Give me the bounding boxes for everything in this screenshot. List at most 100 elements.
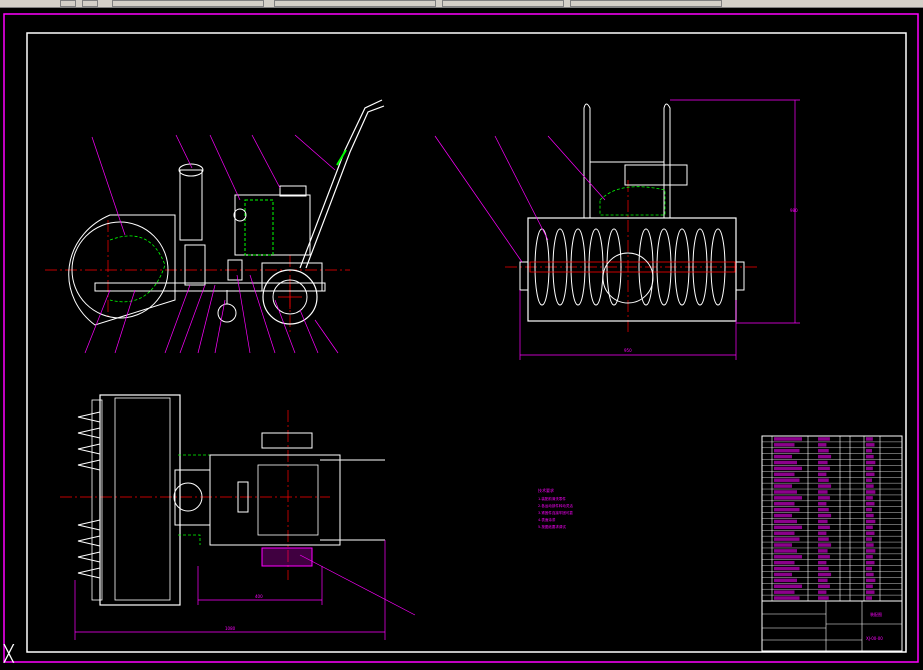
- bom-cell-text-mark: [818, 443, 827, 447]
- top-dims: [74, 540, 416, 640]
- bom-cell-text-mark: [818, 472, 827, 477]
- bom-cell-text-mark: [818, 466, 830, 471]
- top-width-dim: 1080: [225, 626, 236, 631]
- top-engine-block: [261, 432, 313, 449]
- auger-housing: [68, 214, 176, 326]
- bom-cell-text-mark: [866, 437, 873, 441]
- title-block-outline: [761, 600, 903, 652]
- bom-cell-text-mark: [866, 478, 872, 482]
- handle: [299, 99, 383, 269]
- bom-cell-text-mark: [866, 484, 874, 488]
- bom-cell-text-mark: [866, 443, 875, 447]
- color-combo[interactable]: [274, 0, 436, 7]
- side-chute-hidden: [599, 186, 666, 216]
- handle-grip: [336, 149, 347, 166]
- side-view[interactable]: 950 980: [434, 99, 800, 360]
- lineweight-combo[interactable]: [570, 0, 722, 7]
- bom-cell-text-mark: [774, 472, 795, 477]
- top-belt-block: [261, 547, 313, 567]
- bom-cell-text-mark: [818, 496, 830, 500]
- bom-cell-text-mark: [818, 502, 827, 506]
- bom-cell-text-mark: [774, 549, 797, 553]
- auger-shaft: [529, 261, 736, 273]
- auger-hidden: [109, 235, 166, 303]
- bom-cell-text-mark: [774, 590, 795, 594]
- bom-cell-text-mark: [774, 525, 802, 530]
- side-handle-right: [663, 103, 671, 218]
- bom-cell-text-mark: [866, 454, 874, 459]
- bom-cell-text-mark: [866, 460, 876, 465]
- bom-cell-text-mark: [774, 560, 795, 565]
- bom-cell-text-mark: [774, 537, 800, 541]
- bearing-block: [227, 259, 243, 281]
- top-hidden-1: [178, 454, 211, 465]
- top-view[interactable]: 1080 400: [60, 394, 416, 640]
- bom-cell-text-mark: [866, 472, 875, 477]
- bom-cell-text-mark: [866, 537, 872, 541]
- bom-cell-text-mark: [818, 478, 829, 482]
- bom-cell-text-mark: [866, 590, 875, 594]
- main-frame: [94, 282, 326, 292]
- bom-cell-text-mark: [818, 555, 830, 559]
- bom-cell-text-mark: [866, 531, 875, 535]
- bom-cell-text-mark: [774, 466, 802, 471]
- bom-cell-text-mark: [866, 502, 875, 506]
- layer-combo[interactable]: [112, 0, 264, 7]
- front-caster: [217, 303, 237, 323]
- bom-table[interactable]: [761, 435, 903, 602]
- bom-cell-text-mark: [774, 584, 802, 589]
- rear-wheel-hub: [272, 279, 308, 315]
- bom-cell-text-mark: [866, 448, 872, 453]
- bom-cell-text-mark: [818, 560, 827, 565]
- linetype-combo[interactable]: [442, 0, 564, 7]
- bom-cell-text-mark: [774, 513, 792, 518]
- auger-tines: [77, 411, 101, 579]
- top-shaft: [91, 399, 103, 601]
- bom-cell-text-mark: [866, 560, 875, 565]
- bom-cell-text-mark: [818, 549, 828, 553]
- side-handle-left: [583, 103, 591, 218]
- notes-line-2: 2.各运动部件转动灵活: [538, 503, 573, 508]
- discharge-chute: [179, 169, 203, 241]
- top-inner-dim: 400: [255, 594, 263, 599]
- bom-cell-text-mark: [818, 490, 828, 494]
- bom-cell-text-mark: [818, 531, 827, 535]
- bom-cell-text-mark: [866, 513, 874, 518]
- side-shaft-left-end: [519, 261, 529, 291]
- bom-cell-text-mark: [866, 490, 876, 494]
- bom-cell-text-mark: [774, 460, 797, 465]
- bom-cell-text-mark: [774, 502, 795, 506]
- handle-inner: [305, 105, 385, 269]
- layer-state-icon[interactable]: [82, 0, 98, 7]
- bom-cell-text-mark: [774, 490, 797, 494]
- auger-spirals: [534, 228, 726, 306]
- side-housing: [527, 217, 737, 322]
- bom-cell-text-mark: [818, 454, 832, 459]
- bom-cell-text-mark: [866, 507, 872, 512]
- side-dims: [434, 99, 800, 360]
- top-housing: [99, 394, 181, 606]
- bom-cell-text-mark: [774, 566, 800, 571]
- engine-pulley: [233, 208, 247, 222]
- bom-cell-text-mark: [774, 543, 792, 547]
- bom-cell-text-mark: [866, 496, 873, 500]
- bom-cells: [774, 437, 876, 600]
- toolbar: [0, 0, 923, 8]
- bom-cell-text-mark: [774, 448, 800, 453]
- bom-cell-text-mark: [774, 507, 800, 512]
- layer-icon[interactable]: [60, 0, 76, 7]
- title-block[interactable]: 装配图 XJ-00-00: [761, 600, 903, 652]
- drawing-canvas[interactable]: 950 980: [0, 8, 923, 666]
- drawing-svg[interactable]: 950 980: [0, 8, 923, 666]
- top-housing-inner: [114, 397, 171, 601]
- bom-cell-text-mark: [774, 437, 802, 441]
- bom-cell-text-mark: [818, 543, 832, 547]
- technical-notes: 技术要求 1.装配前清洗零件 2.各运动部件转动灵活 3.紧固件连接牢固可靠 4…: [538, 487, 573, 529]
- bom-cell-text-mark: [774, 578, 797, 583]
- bom-cell-text-mark: [866, 519, 876, 524]
- bom-cell-text-mark: [866, 466, 873, 471]
- bom-cell-text-mark: [818, 513, 832, 518]
- bom-cell-text-mark: [866, 549, 876, 553]
- side-height-dim: 980: [790, 208, 798, 213]
- front-view[interactable]: [45, 99, 385, 354]
